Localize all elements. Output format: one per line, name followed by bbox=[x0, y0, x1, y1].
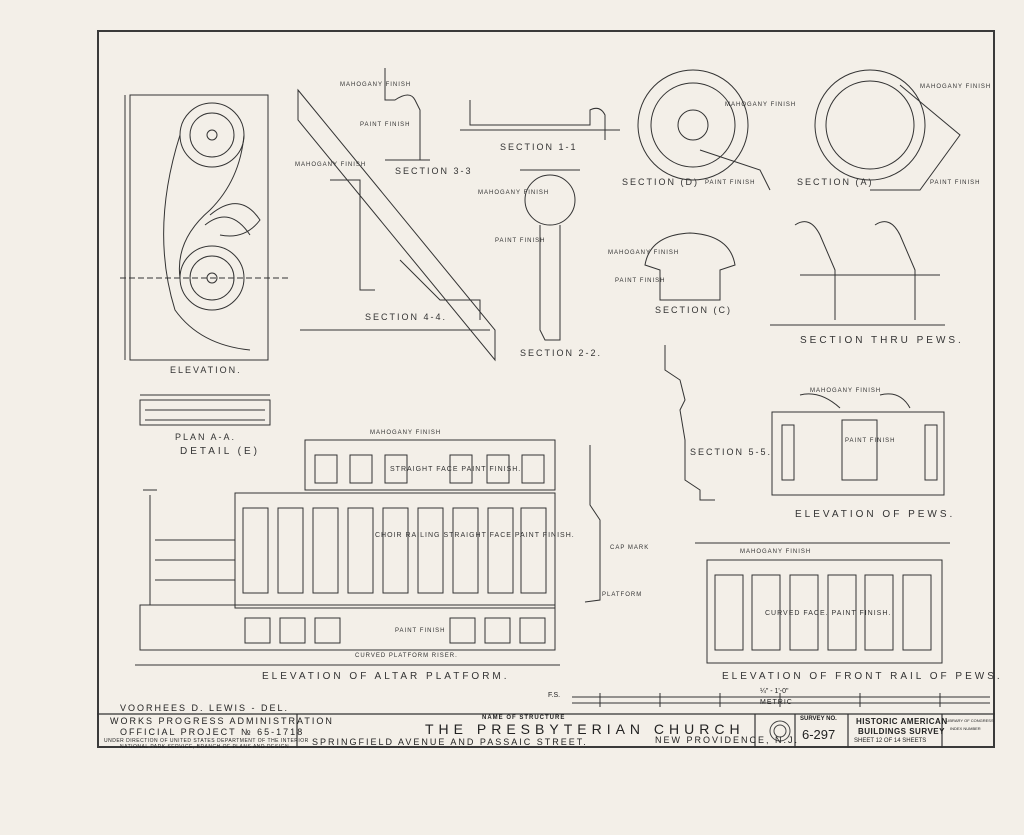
address: Springfield Avenue and Passaic Street. bbox=[312, 737, 588, 747]
note-cap-mark: Cap Mark bbox=[610, 545, 650, 551]
label-section-d: Section (D) bbox=[622, 177, 699, 187]
section-thru-pews bbox=[770, 221, 945, 326]
label-elevation-of-pews: Elevation of Pews. bbox=[795, 509, 956, 520]
elevation-front-rail bbox=[695, 542, 950, 664]
note-mahogany-finish-9: Mahogany Finish bbox=[740, 549, 812, 555]
note-paint-finish-2: Paint Finish bbox=[495, 238, 546, 244]
note-mahogany-finish-8: Mahogany Finish bbox=[370, 430, 442, 436]
library-stamp-1: Library of Congress bbox=[946, 718, 994, 723]
note-curved-face: Curved Face. Paint Finish. bbox=[765, 610, 892, 617]
label-section-a: Section (A) bbox=[797, 177, 874, 187]
note-platform: Platform bbox=[602, 592, 643, 598]
scale-metric: Metric bbox=[760, 699, 793, 706]
section-c bbox=[644, 232, 736, 301]
structure-name: The Presbyterian Church bbox=[425, 721, 745, 737]
label-plan-aa: Plan A-A. bbox=[175, 432, 237, 442]
note-mahogany-finish-3: Mahogany Finish bbox=[478, 190, 550, 196]
project-number: Official Project № 65-1718 bbox=[120, 727, 305, 737]
note-mahogany-finish-6: Mahogany Finish bbox=[725, 102, 797, 108]
section-1-1 bbox=[460, 100, 620, 140]
seal-stamp-inner bbox=[773, 724, 787, 738]
plan-aa bbox=[139, 394, 271, 426]
note-paint-finish-7: Paint Finish bbox=[395, 628, 446, 634]
altar-lower-panels bbox=[244, 617, 546, 644]
scroll-bracket-elevation bbox=[120, 94, 290, 361]
section-4-4 bbox=[297, 88, 496, 362]
note-paint-finish-3: Paint Finish bbox=[615, 278, 666, 284]
title-block-frame bbox=[97, 713, 995, 748]
label-section-c: Section (C) bbox=[655, 305, 732, 315]
note-paint-finish-4: Paint Finish bbox=[705, 180, 756, 186]
section-5-5 bbox=[664, 345, 715, 501]
location: New Providence, N.J. bbox=[655, 735, 800, 745]
agency: Works Progress Administration bbox=[110, 716, 334, 726]
sheet-number: Sheet 12 of 14 Sheets bbox=[854, 738, 927, 744]
label-section-5-5: Section 5-5. bbox=[690, 447, 773, 457]
label-elevation: Elevation. bbox=[170, 365, 242, 375]
note-straight-face: Straight Face Paint Finish. bbox=[390, 466, 522, 473]
label-elevation-altar: Elevation of Altar Platform. bbox=[262, 671, 510, 682]
habs-line-2: Buildings Survey bbox=[858, 727, 945, 736]
scale-ft: ¼" - 1'-0" bbox=[760, 688, 789, 695]
note-curved-platform-riser: Curved Platform Riser. bbox=[355, 653, 458, 659]
park-service: National Park Service, Branch of Plans a… bbox=[120, 744, 290, 750]
survey-number: 6-297 bbox=[802, 727, 836, 742]
note-choir-railing: Choir Railing Straight Face Paint Finish… bbox=[375, 532, 575, 539]
label-section-3-3: Section 3-3 bbox=[395, 166, 473, 176]
label-detail-e: Detail (E) bbox=[180, 446, 261, 457]
label-section-1-1: Section 1-1 bbox=[500, 142, 578, 152]
label-elevation-front-rail: Elevation of front rail of Pews. bbox=[722, 671, 1003, 682]
delineator: Voorhees D. Lewis - Del. bbox=[120, 703, 290, 713]
seal-stamp bbox=[769, 720, 791, 742]
elevation-of-pews bbox=[771, 393, 945, 496]
section-2-2 bbox=[520, 169, 580, 341]
note-paint-finish-5: Paint Finish bbox=[930, 180, 981, 186]
label-section-thru-pews: Section thru Pews. bbox=[800, 335, 964, 346]
drawing-sheet-border bbox=[97, 30, 995, 748]
label-section-4-4: Section 4-4. bbox=[365, 312, 448, 322]
altar-upper-panels bbox=[314, 454, 545, 484]
library-stamp-2: Index Number bbox=[950, 726, 981, 731]
note-mahogany-finish-1: Mahogany Finish bbox=[340, 82, 412, 88]
note-mahogany-finish-7: Mahogany Finish bbox=[810, 388, 882, 394]
habs-line-1: Historic American bbox=[856, 717, 948, 726]
name-of-structure-label: Name of Structure bbox=[482, 715, 566, 721]
note-paint-finish-1: Paint Finish bbox=[360, 122, 411, 128]
elevation-altar-platform bbox=[135, 439, 601, 666]
note-mahogany-finish-5: Mahogany Finish bbox=[920, 84, 992, 90]
label-section-2-2: Section 2-2. bbox=[520, 348, 603, 358]
scale-fs: F.S. bbox=[548, 692, 561, 699]
section-d bbox=[637, 69, 771, 191]
section-3-3 bbox=[384, 68, 430, 161]
note-mahogany-finish-2: Mahogany Finish bbox=[295, 162, 367, 168]
note-mahogany-finish-4: Mahogany Finish bbox=[608, 250, 680, 256]
under-direction: Under direction of United States Departm… bbox=[104, 738, 309, 744]
section-a bbox=[814, 69, 961, 191]
graphic-scale bbox=[572, 693, 990, 707]
altar-middle-panels bbox=[242, 507, 547, 594]
survey-no-label: Survey No. bbox=[800, 716, 837, 722]
note-paint-finish-6: Paint Finish bbox=[845, 438, 896, 444]
